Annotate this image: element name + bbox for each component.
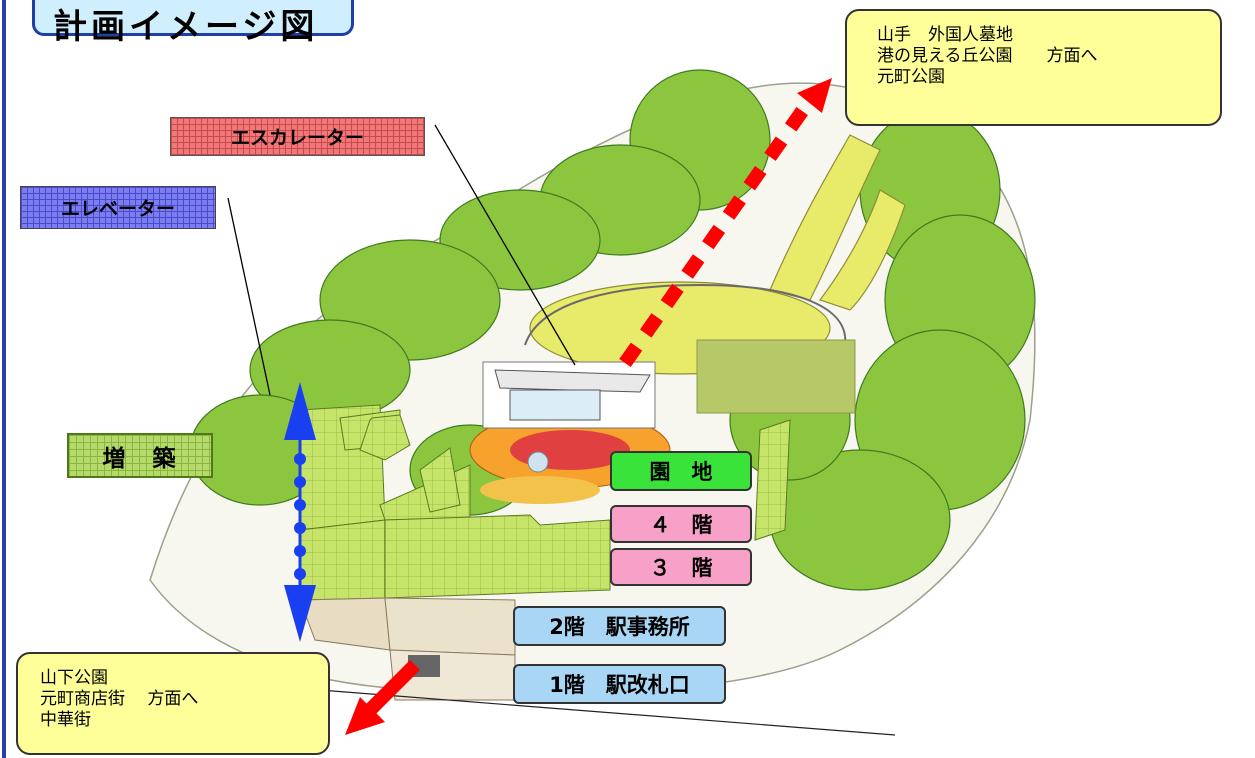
elevator-label: エレベーター <box>20 186 216 229</box>
meadow-paths <box>529 134 906 375</box>
floor-label-1f: 1階 駅改札口 <box>513 664 726 704</box>
page-title: 計画イメージ図 <box>53 7 319 47</box>
elevator-arrow <box>284 382 316 642</box>
route-arrow-upper <box>619 78 832 368</box>
lower-leader-line <box>319 689 896 736</box>
floor-label-3f: ３ 階 <box>610 548 752 586</box>
floor-label-4f: ４ 階 <box>610 505 752 543</box>
floor-label-garden: 園 地 <box>610 451 752 491</box>
extension-label: 増 築 <box>67 433 213 478</box>
escalator-pavilion <box>482 361 656 429</box>
title-banner: 計画イメージ図 <box>32 0 354 47</box>
lower-direction-note: 山下公園 元町商店街 方面へ 中華街 <box>16 652 330 755</box>
station-building <box>299 404 791 701</box>
left-frame-border <box>2 0 6 758</box>
elevator-leader-line <box>227 197 271 396</box>
escalator-label: エスカレーター <box>170 117 425 156</box>
floor-label-2f: 2階 駅事務所 <box>513 606 726 646</box>
escalator-leader-line <box>434 124 576 366</box>
plaza-rim <box>524 283 847 346</box>
route-arrow-lower <box>345 660 420 735</box>
upper-direction-note: 山手 外国人墓地 港の見える丘公園 方面へ 元町公園 <box>845 9 1222 126</box>
garden-photo-patch <box>696 339 856 414</box>
